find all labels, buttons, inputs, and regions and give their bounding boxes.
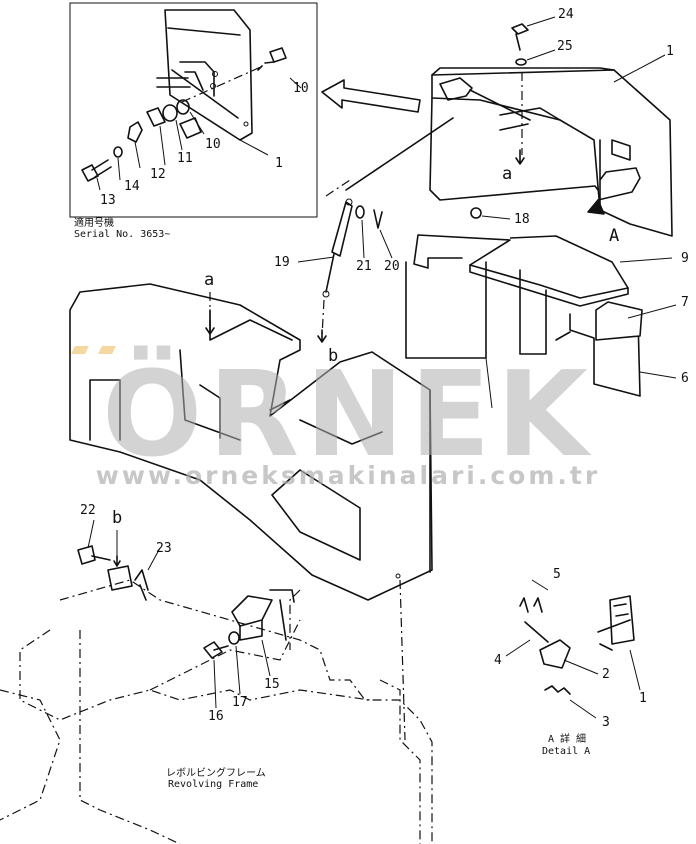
bracket-15 <box>231 589 295 641</box>
washer-17 <box>228 631 240 645</box>
callout-13: 13 <box>100 193 116 208</box>
callout-10: 10 <box>293 81 309 96</box>
callout-18: 18 <box>514 212 530 227</box>
revolving-frame <box>0 579 433 844</box>
inset-cover-part <box>156 9 253 141</box>
callout-10: 10 <box>205 137 221 152</box>
watermark-text: ÖRNEK <box>102 345 594 483</box>
inset-centerline <box>181 65 264 103</box>
callout-1: 1 <box>275 156 283 171</box>
view-arrow-A <box>587 199 605 215</box>
direction-arrow <box>321 79 421 113</box>
callout-a: a <box>204 270 215 290</box>
gas-spring-19 <box>317 198 353 343</box>
detail-title-jp: A 詳 細 <box>548 734 587 745</box>
bracket-22-23 <box>77 519 161 601</box>
callout-7: 7 <box>681 295 689 310</box>
nut-18 <box>470 207 482 219</box>
detail-a <box>505 579 641 719</box>
detail-title: Detail A <box>542 746 591 757</box>
pad-7 <box>595 301 677 341</box>
inset-bolt-10 <box>257 47 287 71</box>
watermark-url: www.orneksmakinalari.com.tr <box>95 461 601 490</box>
serial-note: Serial No. 3653~ <box>74 229 171 240</box>
bolt-16 <box>203 641 229 659</box>
callout-1: 1 <box>639 691 647 706</box>
callout-5: 5 <box>553 567 561 582</box>
callout-12: 12 <box>150 167 166 182</box>
callout-16: 16 <box>208 709 224 724</box>
callout-b: b <box>112 508 123 528</box>
callout-a: a <box>502 164 513 184</box>
callout-20: 20 <box>384 259 400 274</box>
callout-23: 23 <box>156 541 172 556</box>
callout-1: 1 <box>666 44 674 59</box>
callout-14: 14 <box>124 179 140 194</box>
callout-A: A <box>609 226 620 246</box>
frame-label-jp: レボルビングフレーム <box>166 768 266 779</box>
callout-21: 21 <box>356 259 372 274</box>
callout-3: 3 <box>602 715 610 730</box>
callout-17: 17 <box>232 695 248 710</box>
inset-frame <box>69 2 318 218</box>
cover-9 <box>413 234 673 307</box>
callout-9: 9 <box>681 251 689 266</box>
callout-4: 4 <box>494 653 502 668</box>
callout-25: 25 <box>557 39 573 54</box>
washer-21 <box>355 205 365 219</box>
callout-24: 24 <box>558 7 574 22</box>
washer-25 <box>515 58 527 66</box>
callout-6: 6 <box>681 371 689 386</box>
leader <box>289 77 302 89</box>
callout-11: 11 <box>177 151 193 166</box>
callout-15: 15 <box>264 677 280 692</box>
serial-note-jp: 適用号機 <box>74 218 114 229</box>
pin-20 <box>373 209 383 229</box>
bolt-24 <box>511 23 529 51</box>
callout-2: 2 <box>602 667 610 682</box>
callout-b: b <box>328 346 339 366</box>
frame-label: Revolving Frame <box>168 779 259 790</box>
callout-22: 22 <box>80 503 96 518</box>
callout-19: 19 <box>274 255 290 270</box>
main-cover <box>345 67 673 237</box>
inset-small-parts <box>81 99 202 182</box>
